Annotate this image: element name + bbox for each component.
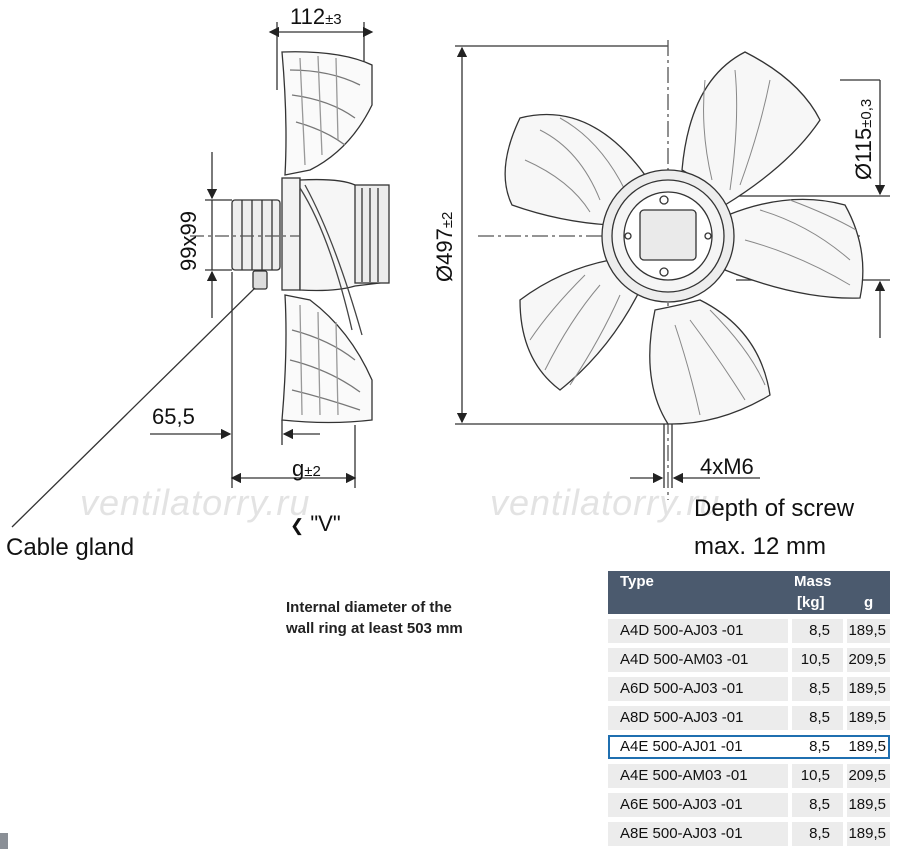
cell-separator: [843, 706, 847, 730]
table-row[interactable]: A4E 500-AM03 -01 10,5 209,5: [608, 764, 890, 788]
motor-square-dimension: 99x99: [176, 211, 201, 271]
cell-type: A6E 500-AJ03 -01: [620, 796, 743, 813]
cell-g: 189,5: [848, 709, 886, 726]
header-type: Type: [620, 573, 654, 590]
cell-separator: [843, 764, 847, 788]
cell-separator: [788, 677, 792, 701]
cell-kg: 8,5: [809, 738, 830, 755]
header-kg: [kg]: [797, 594, 825, 611]
cable-gland-label: Cable gland: [6, 534, 135, 561]
cell-g: 189,5: [848, 825, 886, 842]
wall-ring-note: Internal diameter of the wall ring at le…: [286, 597, 463, 639]
mass-table: Type Mass [kg] g A4D 500-AJ03 -01 8,5 189,…: [608, 571, 890, 846]
cell-separator: [788, 822, 792, 846]
cell-type: A8E 500-AJ03 -01: [620, 825, 743, 842]
corner-mark: [0, 833, 8, 849]
cell-kg: 8,5: [809, 680, 830, 697]
header-g: g: [864, 594, 874, 611]
offset-dimension: 65,5: [152, 404, 195, 429]
cell-separator: [843, 822, 847, 846]
cell-separator: [788, 648, 792, 672]
g-dimension: g±2: [292, 456, 321, 481]
table-row[interactable]: A6E 500-AJ03 -01 8,5 189,5: [608, 793, 890, 817]
table-header: Type Mass [kg] g: [608, 571, 890, 614]
cell-separator: [843, 648, 847, 672]
cell-separator: [843, 677, 847, 701]
view-label: ❮ "V": [290, 511, 341, 536]
cell-type: A8D 500-AJ03 -01: [620, 709, 744, 726]
cell-g: 209,5: [848, 767, 886, 784]
side-view: [11, 22, 390, 528]
cell-g: 209,5: [848, 651, 886, 668]
cell-type: A4D 500-AM03 -01: [620, 651, 749, 668]
cell-type: A4E 500-AJ01 -01: [620, 738, 743, 755]
cell-kg: 10,5: [800, 651, 830, 668]
cell-type: A4E 500-AM03 -01: [620, 767, 748, 784]
depth-dimension: 112±3: [290, 4, 342, 29]
cell-separator: [788, 706, 792, 730]
cell-kg: 8,5: [809, 622, 830, 639]
cell-kg: 8,5: [809, 825, 830, 842]
table-row[interactable]: A4E 500-AJ01 -01 8,5 189,5: [608, 735, 890, 759]
cell-kg: 10,5: [800, 767, 830, 784]
table-row[interactable]: A6D 500-AJ03 -01 8,5 189,5: [608, 677, 890, 701]
screw-depth-label-line2: max. 12 mm: [694, 533, 827, 560]
header-mass: Mass: [794, 573, 832, 590]
cell-g: 189,5: [848, 738, 886, 755]
cell-separator: [843, 619, 847, 643]
cell-kg: 8,5: [809, 796, 830, 813]
wall-ring-note-line1: Internal diameter of the: [286, 599, 452, 616]
cell-g: 189,5: [848, 680, 886, 697]
cell-separator: [843, 793, 847, 817]
cell-g: 189,5: [848, 796, 886, 813]
table-row[interactable]: A4D 500-AM03 -01 10,5 209,5: [608, 648, 890, 672]
screw-depth-label-line1: Depth of screw: [694, 495, 855, 522]
cell-type: A4D 500-AJ03 -01: [620, 622, 744, 639]
watermark-left: ventilatorry.ru: [80, 482, 311, 523]
cell-type: A6D 500-AJ03 -01: [620, 680, 744, 697]
hub-diameter-dimension: Ø115±0,3: [851, 98, 876, 180]
table-row[interactable]: A8D 500-AJ03 -01 8,5 189,5: [608, 706, 890, 730]
table-row[interactable]: A8E 500-AJ03 -01 8,5 189,5: [608, 822, 890, 846]
cell-separator: [788, 619, 792, 643]
cell-separator: [788, 793, 792, 817]
cell-kg: 8,5: [809, 709, 830, 726]
cell-g: 189,5: [848, 622, 886, 639]
table-row[interactable]: A4D 500-AJ03 -01 8,5 189,5: [608, 619, 890, 643]
screws-dimension: 4xM6: [700, 454, 754, 479]
watermark-right: ventilatorry.ru: [490, 482, 721, 523]
front-view: [455, 40, 890, 500]
diameter-dimension: Ø497±2: [432, 211, 457, 282]
wall-ring-note-line2: wall ring at least 503 mm: [286, 620, 463, 637]
cell-separator: [788, 764, 792, 788]
